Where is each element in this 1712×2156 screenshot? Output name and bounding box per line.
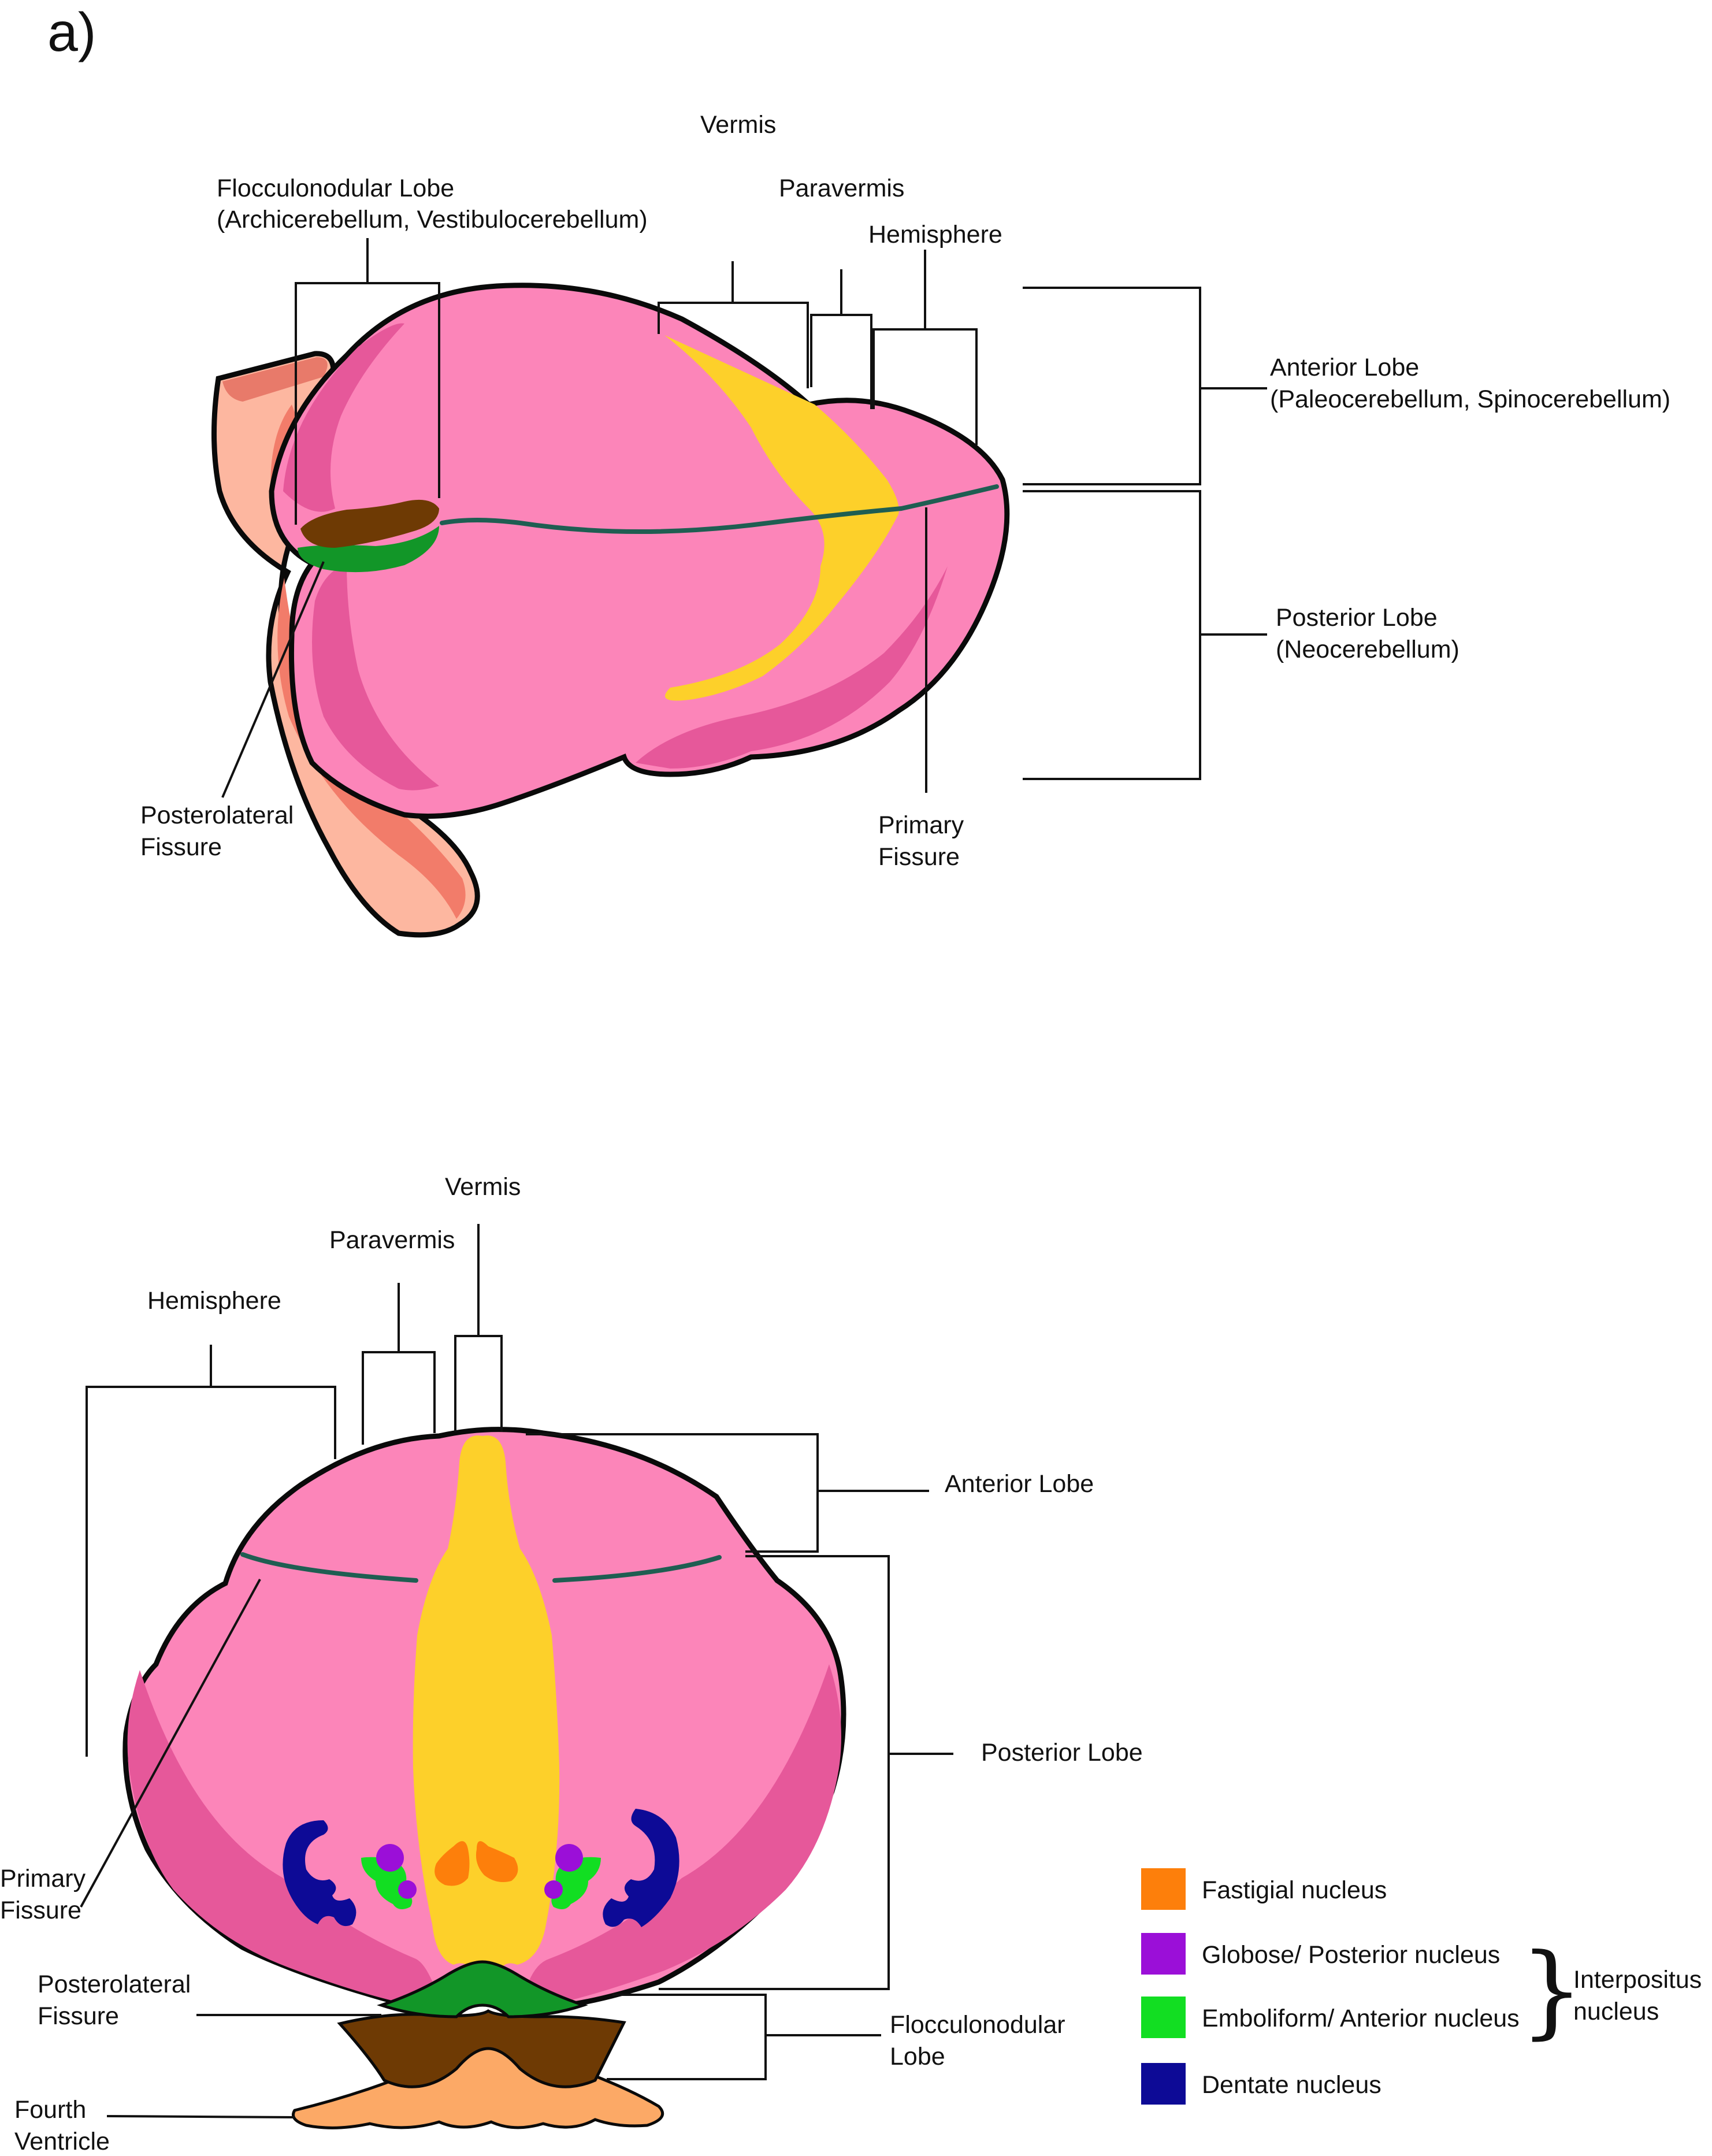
dorsal-leader-lines	[80, 1224, 953, 2118]
dorsal-primary-fissure-sublabel: Fissure	[0, 1897, 81, 1924]
dorsal-anterior-lobe-label: Anterior Lobe	[945, 1470, 1094, 1498]
lateral-posterior-lobe-label: Posterior Lobe	[1276, 604, 1438, 632]
legend-swatch-3	[1141, 1997, 1186, 2038]
legend-label-4: Dentate nucleus	[1202, 2071, 1382, 2099]
dorsal-flocculonodular-sublabel: Lobe	[890, 2043, 945, 2070]
legend-label-1: Fastigial nucleus	[1202, 1876, 1387, 1904]
dorsal-view: Vermis Paravermis Hemisphere Anterior Lo…	[0, 1173, 1143, 2155]
dorsal-vermis-band	[413, 1435, 560, 1981]
lateral-view: Flocculonodular Lobe (Archicerebellum, V…	[140, 111, 1670, 938]
lateral-posterior-shade	[636, 566, 948, 769]
dorsal-paravermis-label: Paravermis	[329, 1226, 455, 1254]
lateral-hemisphere-label: Hemisphere	[868, 221, 1002, 248]
interpositus-label-1: Interpositus	[1573, 1966, 1702, 1994]
interpositus-brace: }	[1520, 1932, 1584, 2050]
dentate-nucleus-right	[603, 1809, 679, 1927]
legend-swatch-1	[1141, 1868, 1186, 1910]
lateral-flocculus	[298, 526, 439, 573]
lateral-vermis-label: Vermis	[700, 111, 776, 139]
fastigial-nucleus-left	[435, 1841, 470, 1886]
dorsal-primary-fissure	[240, 1552, 722, 1583]
dorsal-posterolateral-fissure-label: Posterolateral	[38, 1971, 191, 1998]
dorsal-right-hemisphere-shade	[523, 1664, 841, 2004]
legend-label-2: Globose/ Posterior nucleus	[1202, 1941, 1500, 1969]
panel-label: a)	[47, 2, 96, 63]
dorsal-fourth-ventricle-label: Fourth	[14, 2096, 86, 2124]
globose-nucleus-left-1	[376, 1844, 404, 1872]
emboliform-nucleus-left	[361, 1857, 413, 1909]
dorsal-flocculus	[377, 1960, 588, 2018]
dorsal-left-hemisphere-shade	[127, 1670, 439, 2004]
legend-label-3: Emboliform/ Anterior nucleus	[1202, 2005, 1520, 2032]
lateral-posterior-lobe-sublabel: (Neocerebellum)	[1276, 636, 1460, 663]
globose-nucleus-right-1	[555, 1844, 583, 1872]
lateral-flocculonodular-sublabel: (Archicerebellum, Vestibulocerebellum)	[217, 206, 648, 233]
lateral-anterior-lobe-sublabel: (Paleocerebellum, Spinocerebellum)	[1270, 385, 1670, 413]
lateral-posterolateral-fissure-label: Posterolateral	[140, 801, 294, 829]
dorsal-primary-fissure-label: Primary	[0, 1865, 86, 1892]
lateral-nodulus	[300, 499, 439, 548]
dentate-nucleus-left	[283, 1820, 356, 1927]
lateral-posterolateral-fissure-sublabel: Fissure	[140, 833, 222, 861]
lateral-primary-fissure	[440, 484, 999, 534]
globose-nucleus-right-2	[544, 1880, 563, 1899]
lateral-primary-fissure-sublabel: Fissure	[878, 843, 960, 871]
globose-nucleus-left-2	[398, 1880, 417, 1899]
lateral-leader-lines	[221, 238, 1267, 798]
lateral-primary-fissure-label: Primary	[878, 811, 964, 839]
dorsal-posterior-lobe-label: Posterior Lobe	[981, 1739, 1143, 1767]
lateral-paravermis-label: Paravermis	[779, 175, 904, 202]
legend-swatch-2	[1141, 1933, 1186, 1975]
lateral-hemisphere-shade	[312, 563, 439, 791]
lateral-hemisphere-shade-upper	[283, 323, 404, 512]
fastigial-nucleus-right	[476, 1841, 518, 1883]
dorsal-hemisphere-label: Hemisphere	[147, 1287, 281, 1315]
dorsal-labels: Vermis Paravermis Hemisphere Anterior Lo…	[0, 1173, 1143, 2155]
dorsal-vermis-label: Vermis	[445, 1173, 521, 1201]
lateral-anterior-lobe-label: Anterior Lobe	[1270, 354, 1419, 381]
dorsal-fourth-ventricle-sublabel: Ventricle	[14, 2128, 110, 2155]
legend-swatch-4	[1141, 2063, 1186, 2105]
interpositus-label-2: nucleus	[1573, 1998, 1659, 2025]
dorsal-flocculonodular-label: Flocculonodular	[890, 2011, 1065, 2039]
lateral-labels: Flocculonodular Lobe (Archicerebellum, V…	[140, 111, 1670, 871]
dorsal-posterolateral-fissure-sublabel: Fissure	[38, 2002, 119, 2030]
lateral-flocculonodular-label: Flocculonodular Lobe	[217, 175, 454, 202]
lateral-paravermis-band	[664, 335, 899, 701]
dorsal-nodulus	[337, 2009, 626, 2088]
